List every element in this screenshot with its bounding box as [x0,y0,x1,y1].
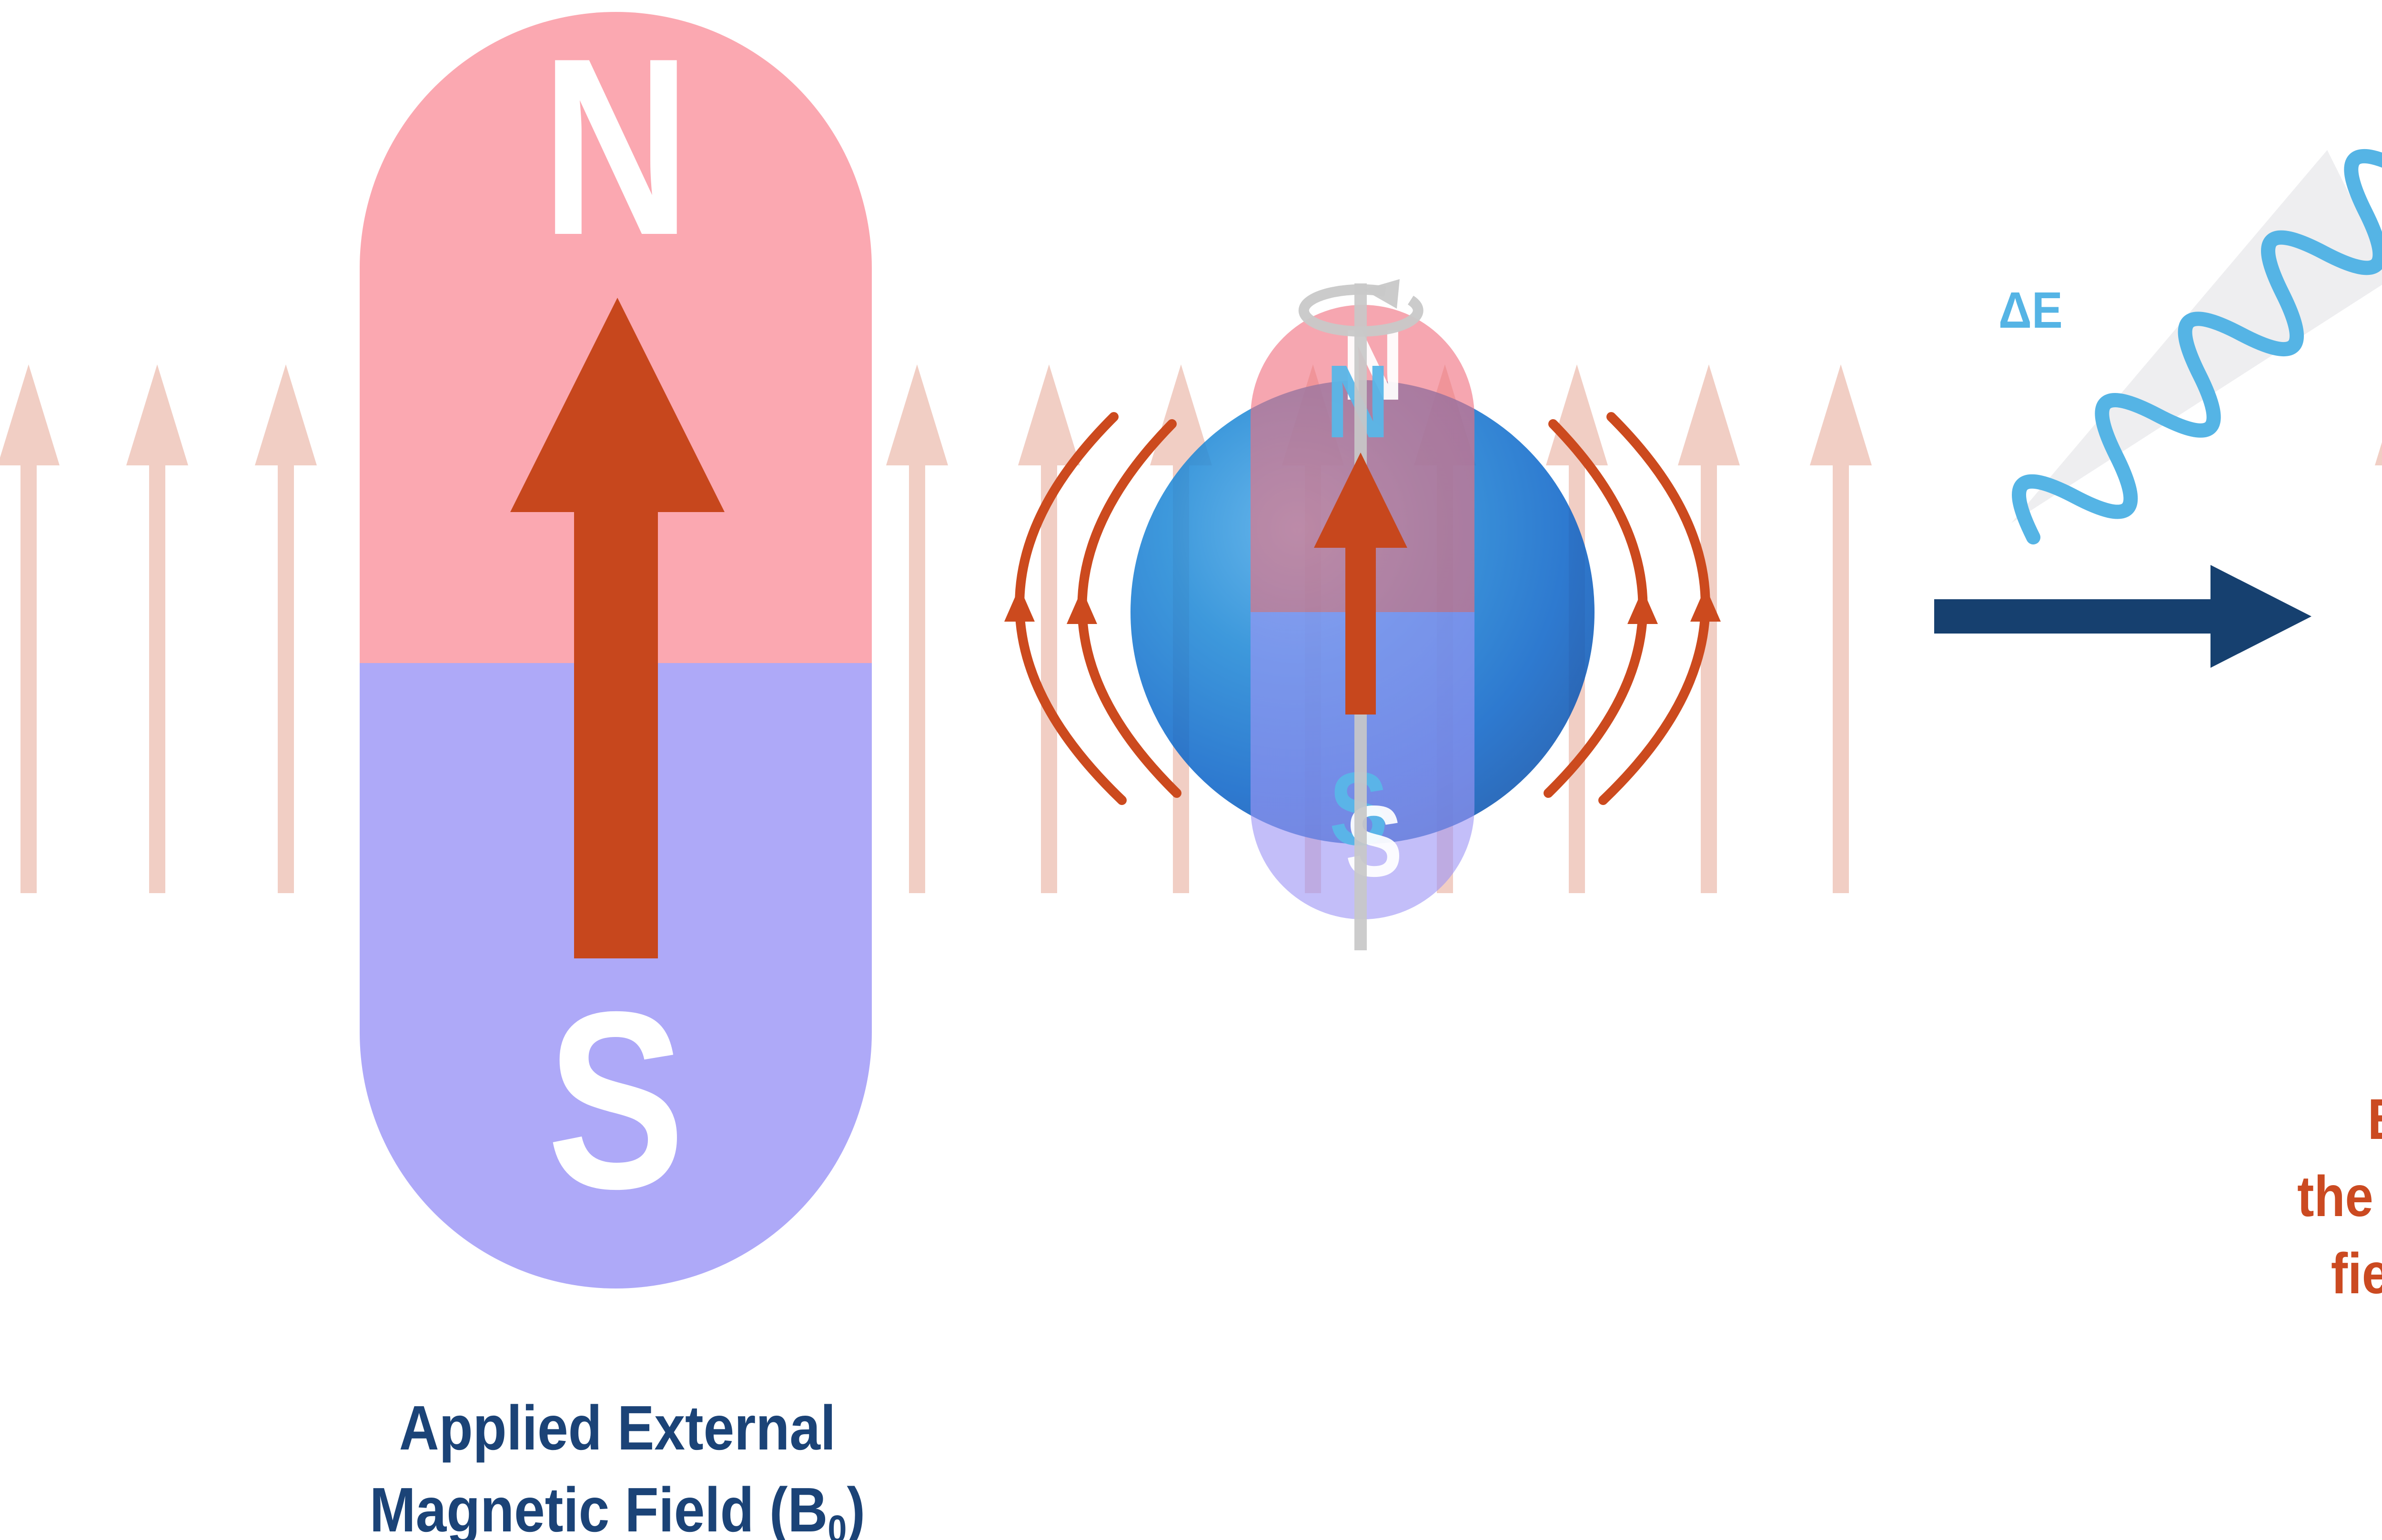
field-line-arrow [2375,364,2382,893]
particle-before-south-label-shadow: S [1345,785,1403,897]
photon-energy-label: ΔE [1998,281,2063,339]
magnet-field-direction-arrowhead [510,298,725,512]
resonance-description-line1: By absorbing the right amount of energy, [2297,1080,2382,1158]
photon-beam [2011,150,2382,523]
resonance-description-line2: the spinning particle ‘flips’ and its sm… [2297,1164,2382,1229]
resonance-description: By absorbing the right amount of energy,… [2297,1080,2382,1312]
field-line-arrow [1678,364,1740,893]
transition-arrow [1934,599,2210,634]
b0-subscript: 0 [828,1507,847,1540]
applied-field-caption: Applied External Magnetic Field (B0) [370,1387,865,1540]
field-line-arrow [0,364,60,893]
field-line-arrow [126,364,188,893]
field-line-arrow [886,364,948,893]
photon-wave [2012,149,2382,544]
applied-field-caption-line2: Magnetic Field (B0) [370,1469,865,1540]
field-line-arrow [255,364,317,893]
particle-before-moment-arrow [1345,545,1376,715]
field-line-arrow [1018,364,1080,893]
applied-field-caption-line1: Applied External [399,1393,836,1463]
resonance-description-line3: field is alligned against the external f… [2331,1241,2382,1306]
particle-before-moment-arrowhead [1314,453,1407,548]
field-line-arrow [1810,364,1872,893]
magnet-south-pole-label: S [546,959,685,1241]
magnet-field-direction-arrow [574,510,658,958]
magnet-north-pole-label: N [541,6,691,288]
transition-arrowhead [2210,565,2311,668]
